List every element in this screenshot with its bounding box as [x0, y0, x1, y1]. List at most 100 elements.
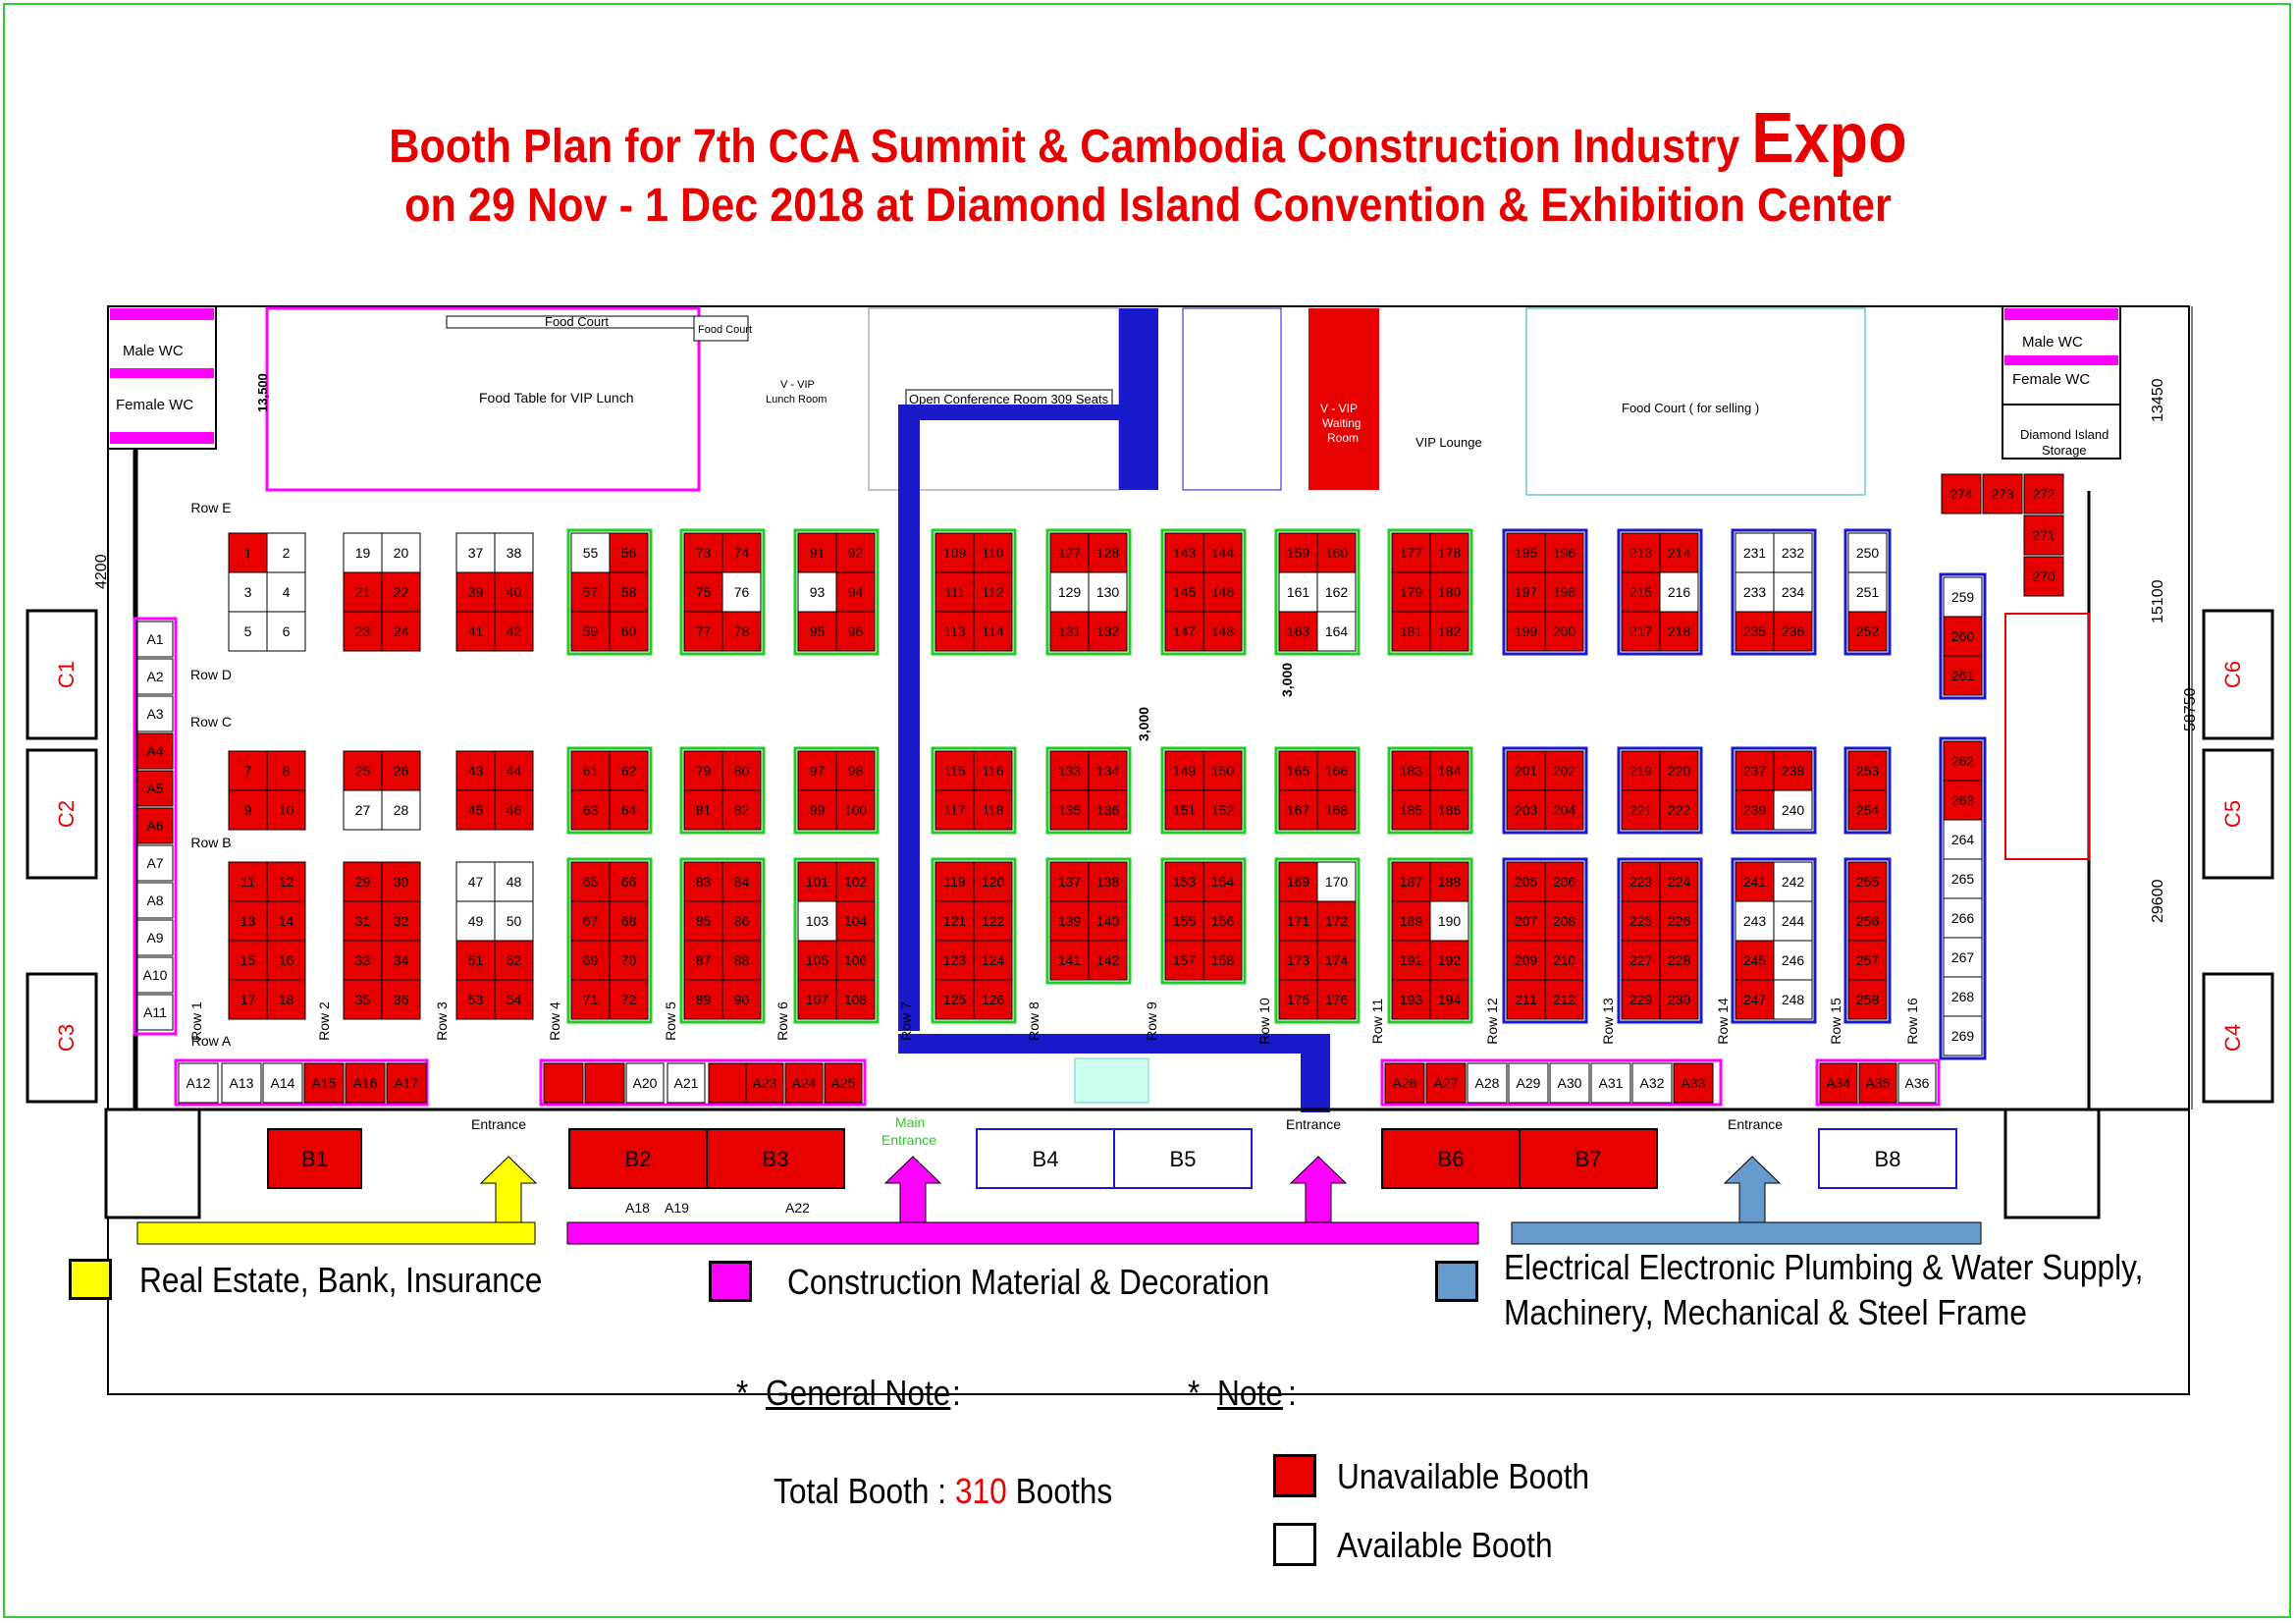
booth-52[interactable] — [494, 940, 534, 981]
booth-23[interactable] — [343, 611, 383, 652]
booth-218[interactable] — [1659, 611, 1699, 652]
booth-a22[interactable] — [708, 1062, 749, 1104]
booth-48[interactable] — [494, 861, 534, 902]
booth-a4[interactable] — [136, 732, 174, 770]
booth-204[interactable] — [1544, 789, 1584, 831]
booth-203[interactable] — [1506, 789, 1546, 831]
booth-138[interactable] — [1088, 861, 1128, 902]
booth-183[interactable] — [1391, 750, 1431, 791]
booth-a15[interactable] — [303, 1062, 345, 1104]
booth-34[interactable] — [381, 940, 421, 981]
booth-10[interactable] — [266, 789, 306, 831]
booth-132[interactable] — [1088, 611, 1128, 652]
booth-269[interactable] — [1943, 1015, 1983, 1056]
booth-152[interactable] — [1202, 789, 1243, 831]
booth-236[interactable] — [1773, 611, 1813, 652]
booth-a7[interactable] — [136, 844, 174, 882]
booth-202[interactable] — [1544, 750, 1584, 791]
booth-1[interactable] — [228, 532, 268, 573]
booth-261[interactable] — [1943, 655, 1983, 696]
booth-209[interactable] — [1506, 940, 1546, 981]
booth-254[interactable] — [1847, 789, 1888, 831]
booth-166[interactable] — [1316, 750, 1357, 791]
booth-153[interactable] — [1164, 861, 1204, 902]
booth-77[interactable] — [683, 611, 723, 652]
booth-170[interactable] — [1316, 861, 1357, 902]
booth-13[interactable] — [228, 900, 268, 942]
booth-229[interactable] — [1621, 979, 1661, 1020]
booth-233[interactable] — [1735, 571, 1775, 613]
booth-176[interactable] — [1316, 979, 1357, 1020]
booth-167[interactable] — [1278, 789, 1318, 831]
booth-265[interactable] — [1943, 858, 1983, 899]
booth-a29[interactable] — [1508, 1062, 1549, 1104]
booth-a25[interactable] — [824, 1062, 863, 1104]
booth-a6[interactable] — [136, 807, 174, 844]
booth-a23[interactable] — [745, 1062, 784, 1104]
booth-226[interactable] — [1659, 900, 1699, 942]
booth-66[interactable] — [609, 861, 649, 902]
booth-143[interactable] — [1164, 532, 1204, 573]
booth-232[interactable] — [1773, 532, 1813, 573]
booth-76[interactable] — [721, 571, 762, 613]
booth-a30[interactable] — [1549, 1062, 1590, 1104]
booth-231[interactable] — [1735, 532, 1775, 573]
booth-a35[interactable] — [1858, 1062, 1897, 1104]
booth-32[interactable] — [381, 900, 421, 942]
booth-a13[interactable] — [221, 1062, 262, 1104]
booth-188[interactable] — [1429, 861, 1469, 902]
booth-42[interactable] — [494, 611, 534, 652]
booth-28[interactable] — [381, 789, 421, 831]
booth-55[interactable] — [570, 532, 611, 573]
booth-151[interactable] — [1164, 789, 1204, 831]
booth-86[interactable] — [721, 900, 762, 942]
booth-a2[interactable] — [136, 658, 174, 695]
booth-106[interactable] — [835, 940, 876, 981]
booth-272[interactable] — [2023, 473, 2064, 514]
booth-31[interactable] — [343, 900, 383, 942]
booth-156[interactable] — [1202, 900, 1243, 942]
booth-15[interactable] — [228, 940, 268, 981]
booth-238[interactable] — [1773, 750, 1813, 791]
booth-268[interactable] — [1943, 976, 1983, 1017]
booth-217[interactable] — [1621, 611, 1661, 652]
booth-50[interactable] — [494, 900, 534, 942]
booth-20[interactable] — [381, 532, 421, 573]
booth-5[interactable] — [228, 611, 268, 652]
booth-252[interactable] — [1847, 611, 1888, 652]
booth-123[interactable] — [934, 940, 975, 981]
booth-200[interactable] — [1544, 611, 1584, 652]
booth-256[interactable] — [1847, 900, 1888, 942]
booth-49[interactable] — [455, 900, 496, 942]
booth-43[interactable] — [455, 750, 496, 791]
booth-119[interactable] — [934, 861, 975, 902]
booth-58[interactable] — [609, 571, 649, 613]
booth-264[interactable] — [1943, 819, 1983, 860]
booth-240[interactable] — [1773, 789, 1813, 831]
booth-259[interactable] — [1943, 576, 1983, 618]
booth-112[interactable] — [973, 571, 1013, 613]
booth-24[interactable] — [381, 611, 421, 652]
booth-174[interactable] — [1316, 940, 1357, 981]
booth-208[interactable] — [1544, 900, 1584, 942]
booth-178[interactable] — [1429, 532, 1469, 573]
booth-220[interactable] — [1659, 750, 1699, 791]
booth-54[interactable] — [494, 979, 534, 1020]
booth-a17[interactable] — [386, 1062, 427, 1104]
booth-219[interactable] — [1621, 750, 1661, 791]
booth-c3[interactable] — [26, 972, 98, 1104]
booth-128[interactable] — [1088, 532, 1128, 573]
booth-b1[interactable] — [267, 1128, 362, 1189]
booth-a20[interactable] — [625, 1062, 665, 1104]
booth-274[interactable] — [1941, 473, 1982, 514]
booth-a27[interactable] — [1425, 1062, 1467, 1104]
booth-137[interactable] — [1049, 861, 1090, 902]
booth-267[interactable] — [1943, 937, 1983, 978]
booth-186[interactable] — [1429, 789, 1469, 831]
booth-127[interactable] — [1049, 532, 1090, 573]
booth-91[interactable] — [797, 532, 837, 573]
booth-b5[interactable] — [1113, 1128, 1253, 1189]
booth-147[interactable] — [1164, 611, 1204, 652]
booth-244[interactable] — [1773, 900, 1813, 942]
booth-a10[interactable] — [136, 956, 174, 994]
